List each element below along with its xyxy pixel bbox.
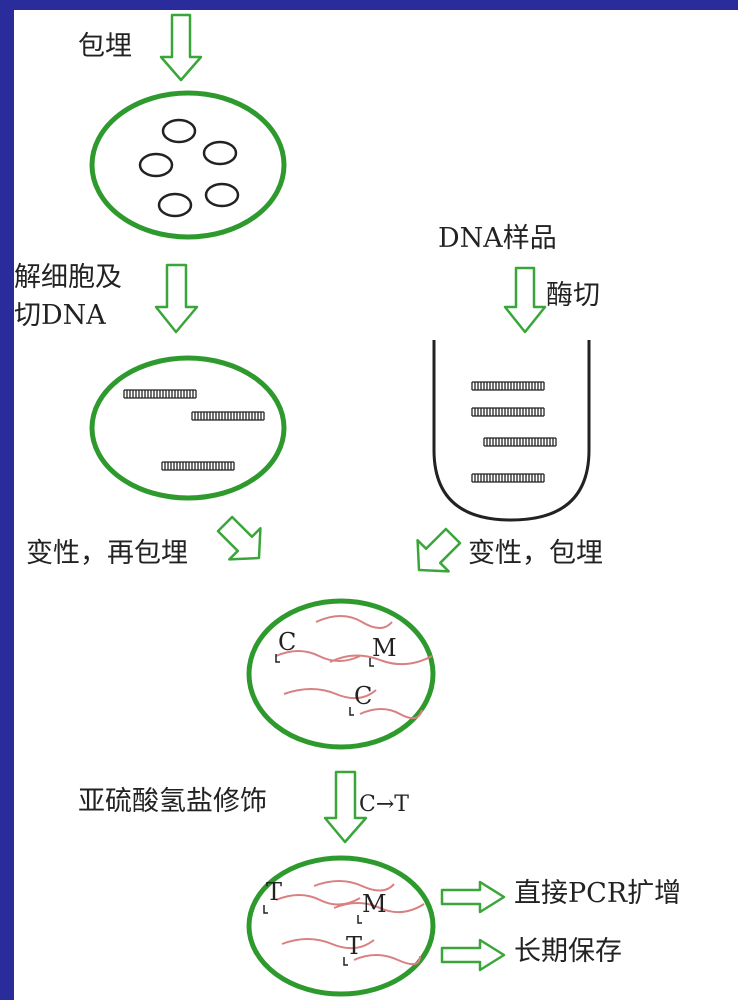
label-long-storage: 长期保存 bbox=[514, 936, 622, 967]
arrow-bisulfite bbox=[323, 770, 368, 844]
label-denature-embed: 变性，包埋 bbox=[468, 538, 603, 569]
test-tube bbox=[432, 340, 591, 522]
marker-ticks-after bbox=[263, 905, 362, 966]
marker-before-1: C bbox=[278, 628, 297, 656]
label-embed: 包埋 bbox=[78, 31, 132, 62]
cell-ovals bbox=[138, 118, 240, 218]
single-strands-after bbox=[275, 880, 425, 966]
marker-ticks-before bbox=[275, 654, 374, 716]
marker-after-3: T bbox=[346, 932, 363, 960]
label-denature-reembed: 变性，再包埋 bbox=[26, 538, 188, 569]
dna-fragments-bead bbox=[123, 389, 265, 471]
marker-after-2: M bbox=[362, 890, 387, 918]
marker-before-3: C bbox=[354, 682, 373, 710]
label-lyse-line1: 解细胞及 bbox=[14, 262, 122, 293]
arrow-embed bbox=[159, 13, 203, 82]
arrow-long-storage bbox=[440, 938, 506, 972]
label-direct-pcr: 直接PCR扩增 bbox=[514, 878, 682, 909]
label-conversion: C→T bbox=[359, 792, 409, 817]
single-strands-before bbox=[275, 615, 433, 720]
agarose-bead-cells bbox=[89, 90, 287, 240]
marker-after-1: T bbox=[266, 878, 283, 906]
label-dna-sample: DNA样品 bbox=[438, 223, 557, 254]
diagram-canvas bbox=[89, 13, 591, 997]
arrow-denature-embed bbox=[416, 527, 462, 573]
diagram-panel: 包埋 解细胞及 切DNA DNA样品 酶切 变性，再包埋 变性，包埋 亚硫酸氢盐… bbox=[14, 10, 738, 1000]
marker-before-2: M bbox=[372, 634, 397, 662]
arrow-direct-pcr bbox=[440, 880, 506, 914]
agarose-bead-dna-fragments bbox=[89, 355, 287, 501]
label-lyse-line2: 切DNA bbox=[14, 300, 106, 331]
agarose-bead-converted bbox=[246, 855, 436, 997]
label-bisulfite: 亚硫酸氢盐修饰 bbox=[78, 786, 267, 817]
arrow-denature-reembed bbox=[216, 515, 262, 561]
agarose-bead-single-strand bbox=[246, 598, 436, 750]
dna-fragments-tube bbox=[471, 381, 557, 483]
label-enzyme-cut: 酶切 bbox=[546, 280, 600, 311]
arrow-lyse bbox=[154, 263, 199, 334]
arrow-enzyme-cut bbox=[503, 266, 547, 334]
